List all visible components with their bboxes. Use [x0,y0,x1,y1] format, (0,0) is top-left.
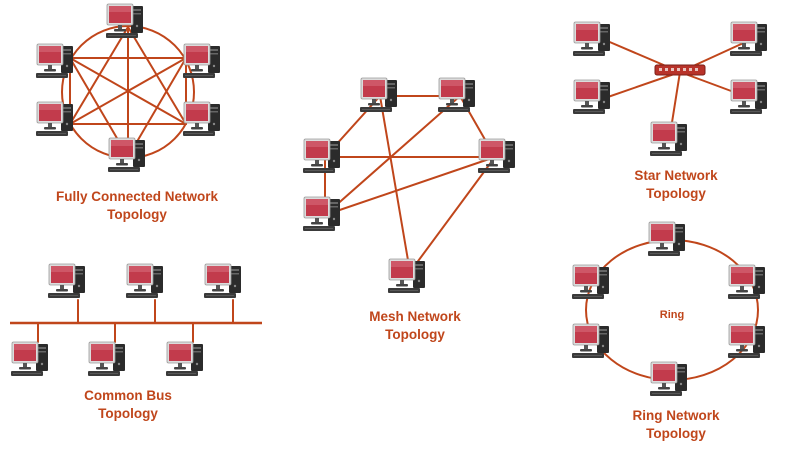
computer-icon [571,264,610,300]
computer-icon [571,323,610,359]
computer-icon [729,79,768,115]
network-hub-icon [654,64,706,76]
computer-icon [359,77,398,113]
computer-icon [302,138,341,174]
mesh-topology: Mesh Network Topology [302,77,516,342]
mesh-caption-line1: Mesh Network [369,309,461,324]
bus-caption-line1: Common Bus [84,388,172,403]
computer-icon [203,263,242,299]
computer-icon [165,341,204,377]
computer-icon [727,323,766,359]
fully-connected-topology: Fully Connected Network Topology [35,3,221,222]
star-caption-line1: Star Network [634,168,718,183]
computer-icon [647,221,686,257]
bus-topology: Common Bus Topology [10,263,262,421]
ring-topology: Ring Ring Network Topology [571,221,766,441]
star-caption-line2: Topology [646,186,706,201]
computer-icon [10,341,49,377]
star-topology: Star Network Topology [572,21,768,201]
ring-center-label: Ring [660,309,684,321]
mesh-caption-line2: Topology [385,327,445,342]
computer-icon [572,21,611,57]
ring-caption-line1: Ring Network [632,408,719,423]
computer-icon [87,341,126,377]
computer-icon [107,137,146,173]
computer-icon [47,263,86,299]
computer-icon [727,264,766,300]
computer-icon [387,258,426,294]
computer-icon [182,43,221,79]
computer-icon [35,43,74,79]
computer-icon [649,361,688,397]
fully-connected-caption-line1: Fully Connected Network [56,189,219,204]
computer-icon [649,121,688,157]
ring-caption-line2: Topology [646,426,706,441]
computer-icon [35,101,74,137]
computer-icon [729,21,768,57]
computer-icon [182,101,221,137]
bus-caption-line2: Topology [98,406,158,421]
computer-icon [302,196,341,232]
computer-icon [437,77,476,113]
computer-icon [477,138,516,174]
computer-icon [125,263,164,299]
fully-connected-caption-line2: Topology [107,207,167,222]
computer-icon [572,79,611,115]
